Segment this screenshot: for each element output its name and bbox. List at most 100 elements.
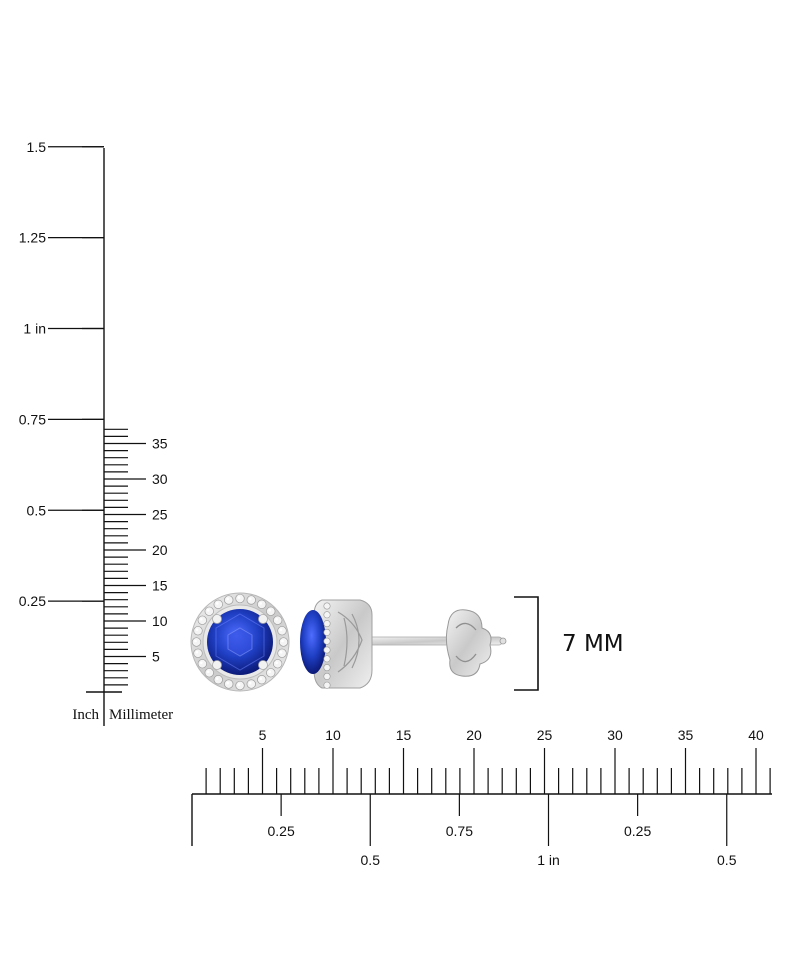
side-diamond [323, 672, 331, 680]
horizontal-inch-label: 0.25 [624, 823, 651, 839]
side-diamond [323, 637, 331, 645]
prong-bottom-right [258, 660, 268, 670]
halo-diamond-sparkle [259, 677, 263, 680]
horizontal-mm-label: 30 [607, 727, 623, 743]
horizontal-inch-label: 0.75 [446, 823, 473, 839]
horizontal-inch-label: 1 in [537, 852, 560, 868]
vertical-mm-label: 10 [152, 613, 168, 629]
size-label: 7 MM [562, 631, 624, 657]
halo-diamond [224, 595, 234, 605]
setting-gallery [337, 611, 363, 673]
halo-diamond-sparkle [226, 681, 230, 685]
prong-bottom-left [212, 660, 222, 670]
horizontal-mm-label: 10 [325, 727, 341, 743]
halo-diamond-sparkle [237, 596, 241, 599]
halo-diamond-sparkle [268, 608, 272, 612]
halo-diamond [273, 615, 283, 625]
vertical-inch-ticks [48, 146, 104, 602]
vertical-inch-label: 0.25 [19, 593, 46, 609]
side-diamond [323, 646, 331, 654]
horizontal-mm-label: 35 [678, 727, 694, 743]
vertical-mm-label: 30 [152, 471, 168, 487]
halo-diamond-sparkle [248, 681, 252, 685]
halo-diamond [197, 615, 207, 625]
side-diamond [323, 628, 331, 636]
horizontal-inch-ticks [280, 794, 728, 846]
horizontal-mm-ticks [205, 748, 771, 794]
horizontal-mm-label: 5 [259, 727, 267, 743]
halo-diamond-sparkle [200, 617, 203, 621]
side-diamond [323, 611, 331, 619]
halo-diamond [213, 599, 223, 609]
vertical-inch-label: 1.25 [19, 230, 46, 246]
halo-diamond [266, 668, 276, 678]
halo-diamond-sparkle [200, 661, 203, 665]
halo-diamond [193, 648, 203, 658]
vertical-inch-label: 0.75 [19, 411, 46, 427]
vertical-mm-label: 35 [152, 436, 168, 452]
millimeter-unit-label: Millimeter [109, 707, 173, 723]
earring-front-view [190, 592, 290, 692]
halo-diamond-sparkle [259, 602, 263, 605]
side-halo-diamonds [323, 602, 331, 689]
halo-diamond [246, 679, 256, 689]
horizontal-inch-label: 0.5 [361, 852, 381, 868]
sapphire-facet [215, 613, 265, 671]
halo-diamond [193, 626, 203, 636]
size-bracket-line [514, 596, 539, 691]
halo-diamond-sparkle [195, 650, 199, 654]
horizontal-mm-label: 25 [537, 727, 553, 743]
horizontal-inch-labels: 0.250.50.751 in0.250.5 [268, 823, 737, 868]
vertical-inch-label: 1 in [23, 321, 46, 337]
vertical-inch-labels: 1.5 1.25 1 in 0.75 0.5 0.25 [19, 139, 46, 609]
side-diamond [323, 602, 331, 610]
halo-diamond-sparkle [226, 597, 230, 601]
halo-diamond-sparkle [281, 639, 284, 643]
halo-diamond [246, 595, 256, 605]
halo-diamond [235, 680, 245, 691]
halo-diamond-sparkle [275, 617, 278, 621]
vertical-mm-label: 25 [152, 507, 168, 523]
vertical-mm-ticks [104, 428, 146, 686]
halo-diamond [273, 659, 283, 669]
post-tip [499, 637, 507, 645]
horizontal-inch-label: 0.25 [268, 823, 295, 839]
size-bracket: 7 MM [514, 596, 624, 691]
earring-side-view [300, 599, 507, 689]
ear-back [445, 609, 492, 677]
inch-unit-label: Inch [72, 707, 99, 723]
halo-diamond [224, 679, 234, 689]
halo-diamonds [191, 593, 289, 691]
halo-diamond [266, 606, 276, 616]
halo-diamond-sparkle [206, 608, 210, 612]
halo-diamond-sparkle [215, 677, 219, 680]
side-diamond [323, 681, 331, 689]
halo-diamond [213, 675, 223, 685]
halo-diamond-sparkle [275, 661, 278, 665]
vertical-inch-label: 0.5 [27, 502, 47, 518]
horizontal-mm-label: 15 [396, 727, 412, 743]
halo-diamond-sparkle [279, 628, 283, 632]
halo-diamond-sparkle [206, 670, 210, 674]
halo-diamond-sparkle [215, 602, 219, 605]
vertical-inch-label: 1.5 [27, 139, 47, 155]
prong-top-right [258, 614, 268, 624]
prong-top-left [212, 614, 222, 624]
halo-diamond-sparkle [268, 670, 272, 674]
halo-diamond [204, 606, 214, 616]
side-diamond [323, 620, 331, 628]
side-diamond [323, 655, 331, 663]
halo-diamond-sparkle [194, 639, 197, 643]
halo-diamond-sparkle [279, 650, 283, 654]
halo-diamond-sparkle [248, 597, 252, 601]
halo-diamond [277, 626, 287, 636]
ear-back-coil [455, 622, 477, 663]
halo-diamond [204, 668, 214, 678]
vertical-mm-label: 15 [152, 578, 168, 594]
halo-diamond [235, 593, 245, 604]
